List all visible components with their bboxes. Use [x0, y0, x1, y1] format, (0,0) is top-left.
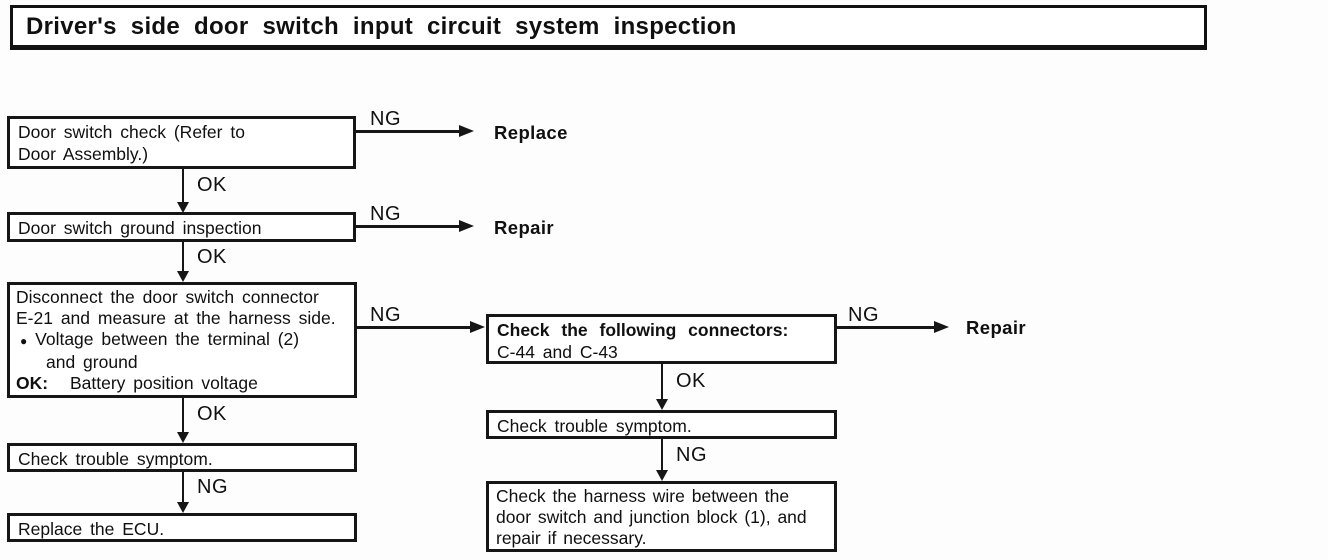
- node-text-line: Battery position voltage: [69, 373, 258, 393]
- ng-arrow-4-line: [837, 326, 939, 329]
- ok-arrow-2-line: [182, 242, 184, 273]
- node-text-line: door switch and junction block (1), and: [496, 507, 807, 527]
- node-door-switch-check: Door switch check (Refer to Door Assembl…: [7, 116, 356, 169]
- node-check-harness: Check the harness wire between the door …: [486, 481, 837, 552]
- node-text-line: Disconnect the door switch connector: [16, 287, 319, 307]
- ok-arrow-3-line: [182, 398, 184, 433]
- ng-arrow-2-line: [356, 225, 462, 228]
- node-text-line: E-21 and measure at the harness side.: [16, 308, 336, 328]
- page-title: Driver's side door switch input circuit …: [26, 12, 737, 40]
- terminal-repair-1: Repair: [494, 217, 554, 238]
- ng-arrow-5-line: [182, 472, 184, 503]
- ng-arrow-1-line: [356, 130, 462, 133]
- ng-label-4: NG: [848, 304, 879, 326]
- ng-arrow-6-head-icon: [656, 470, 668, 481]
- terminal-replace: Replace: [494, 122, 568, 143]
- ng-arrow-3-head-icon: [470, 321, 485, 333]
- node-text-line: Check trouble symptom.: [497, 416, 692, 436]
- ok-arrow-3-head-icon: [177, 432, 189, 443]
- node-text-line: Check trouble symptom.: [18, 449, 213, 469]
- node-text-line: and ground: [46, 352, 138, 372]
- ok-label-3: OK: [197, 403, 227, 425]
- node-ground-inspection: Door switch ground inspection: [7, 212, 356, 242]
- node-bullet-row: ● Voltage between the terminal (2): [16, 329, 348, 352]
- ng-arrow-1-head-icon: [459, 125, 474, 137]
- node-ok-row: OK: Battery position voltage: [16, 373, 348, 394]
- ok-arrow-1-line: [182, 169, 184, 204]
- ok-arrow-2-head-icon: [177, 271, 189, 282]
- node-text-line: Replace the ECU.: [18, 519, 165, 539]
- ng-arrow-3-line: [357, 326, 475, 329]
- terminal-repair-2: Repair: [966, 317, 1026, 338]
- node-text-line: Check the following connectors:: [497, 320, 789, 340]
- ok-label-2: OK: [197, 246, 227, 268]
- ok-arrow-1-head-icon: [177, 202, 189, 213]
- node-check-trouble-right: Check trouble symptom.: [486, 410, 837, 439]
- ng-arrow-6-line: [661, 439, 663, 471]
- node-text-line: Check the harness wire between the: [496, 486, 790, 506]
- title-box: Driver's side door switch input circuit …: [10, 5, 1207, 50]
- node-text-line: Door switch ground inspection: [18, 218, 262, 238]
- node-check-connectors: Check the following connectors: C-44 and…: [486, 314, 837, 364]
- ok-arrow-4-head-icon: [656, 399, 668, 410]
- ng-label-6: NG: [676, 444, 707, 466]
- node-text-line: repair if necessary.: [496, 528, 647, 548]
- ng-arrow-4-head-icon: [934, 321, 949, 333]
- ng-arrow-5-head-icon: [177, 502, 189, 513]
- ok-prefix-label: OK:: [16, 373, 49, 393]
- node-check-trouble-left: Check trouble symptom.: [7, 443, 357, 472]
- node-text-line: Voltage between the terminal (2): [35, 329, 300, 349]
- ok-label-1: OK: [197, 174, 227, 196]
- ng-arrow-2-head-icon: [459, 220, 474, 232]
- ok-label-4: OK: [676, 370, 706, 392]
- ng-label-3: NG: [370, 304, 401, 326]
- bullet-icon: ●: [20, 334, 28, 348]
- node-disconnect-measure: Disconnect the door switch connector E-2…: [7, 282, 357, 398]
- node-text-line: C-44 and C-43: [497, 342, 618, 362]
- node-text-line: Door Assembly.): [18, 144, 149, 164]
- node-text-line: Door switch check (Refer to: [18, 122, 245, 142]
- node-replace-ecu: Replace the ECU.: [7, 513, 357, 542]
- ng-label-5: NG: [197, 476, 228, 498]
- ok-arrow-4-line: [661, 364, 663, 400]
- ng-label-1: NG: [370, 108, 401, 130]
- ng-label-2: NG: [370, 203, 401, 225]
